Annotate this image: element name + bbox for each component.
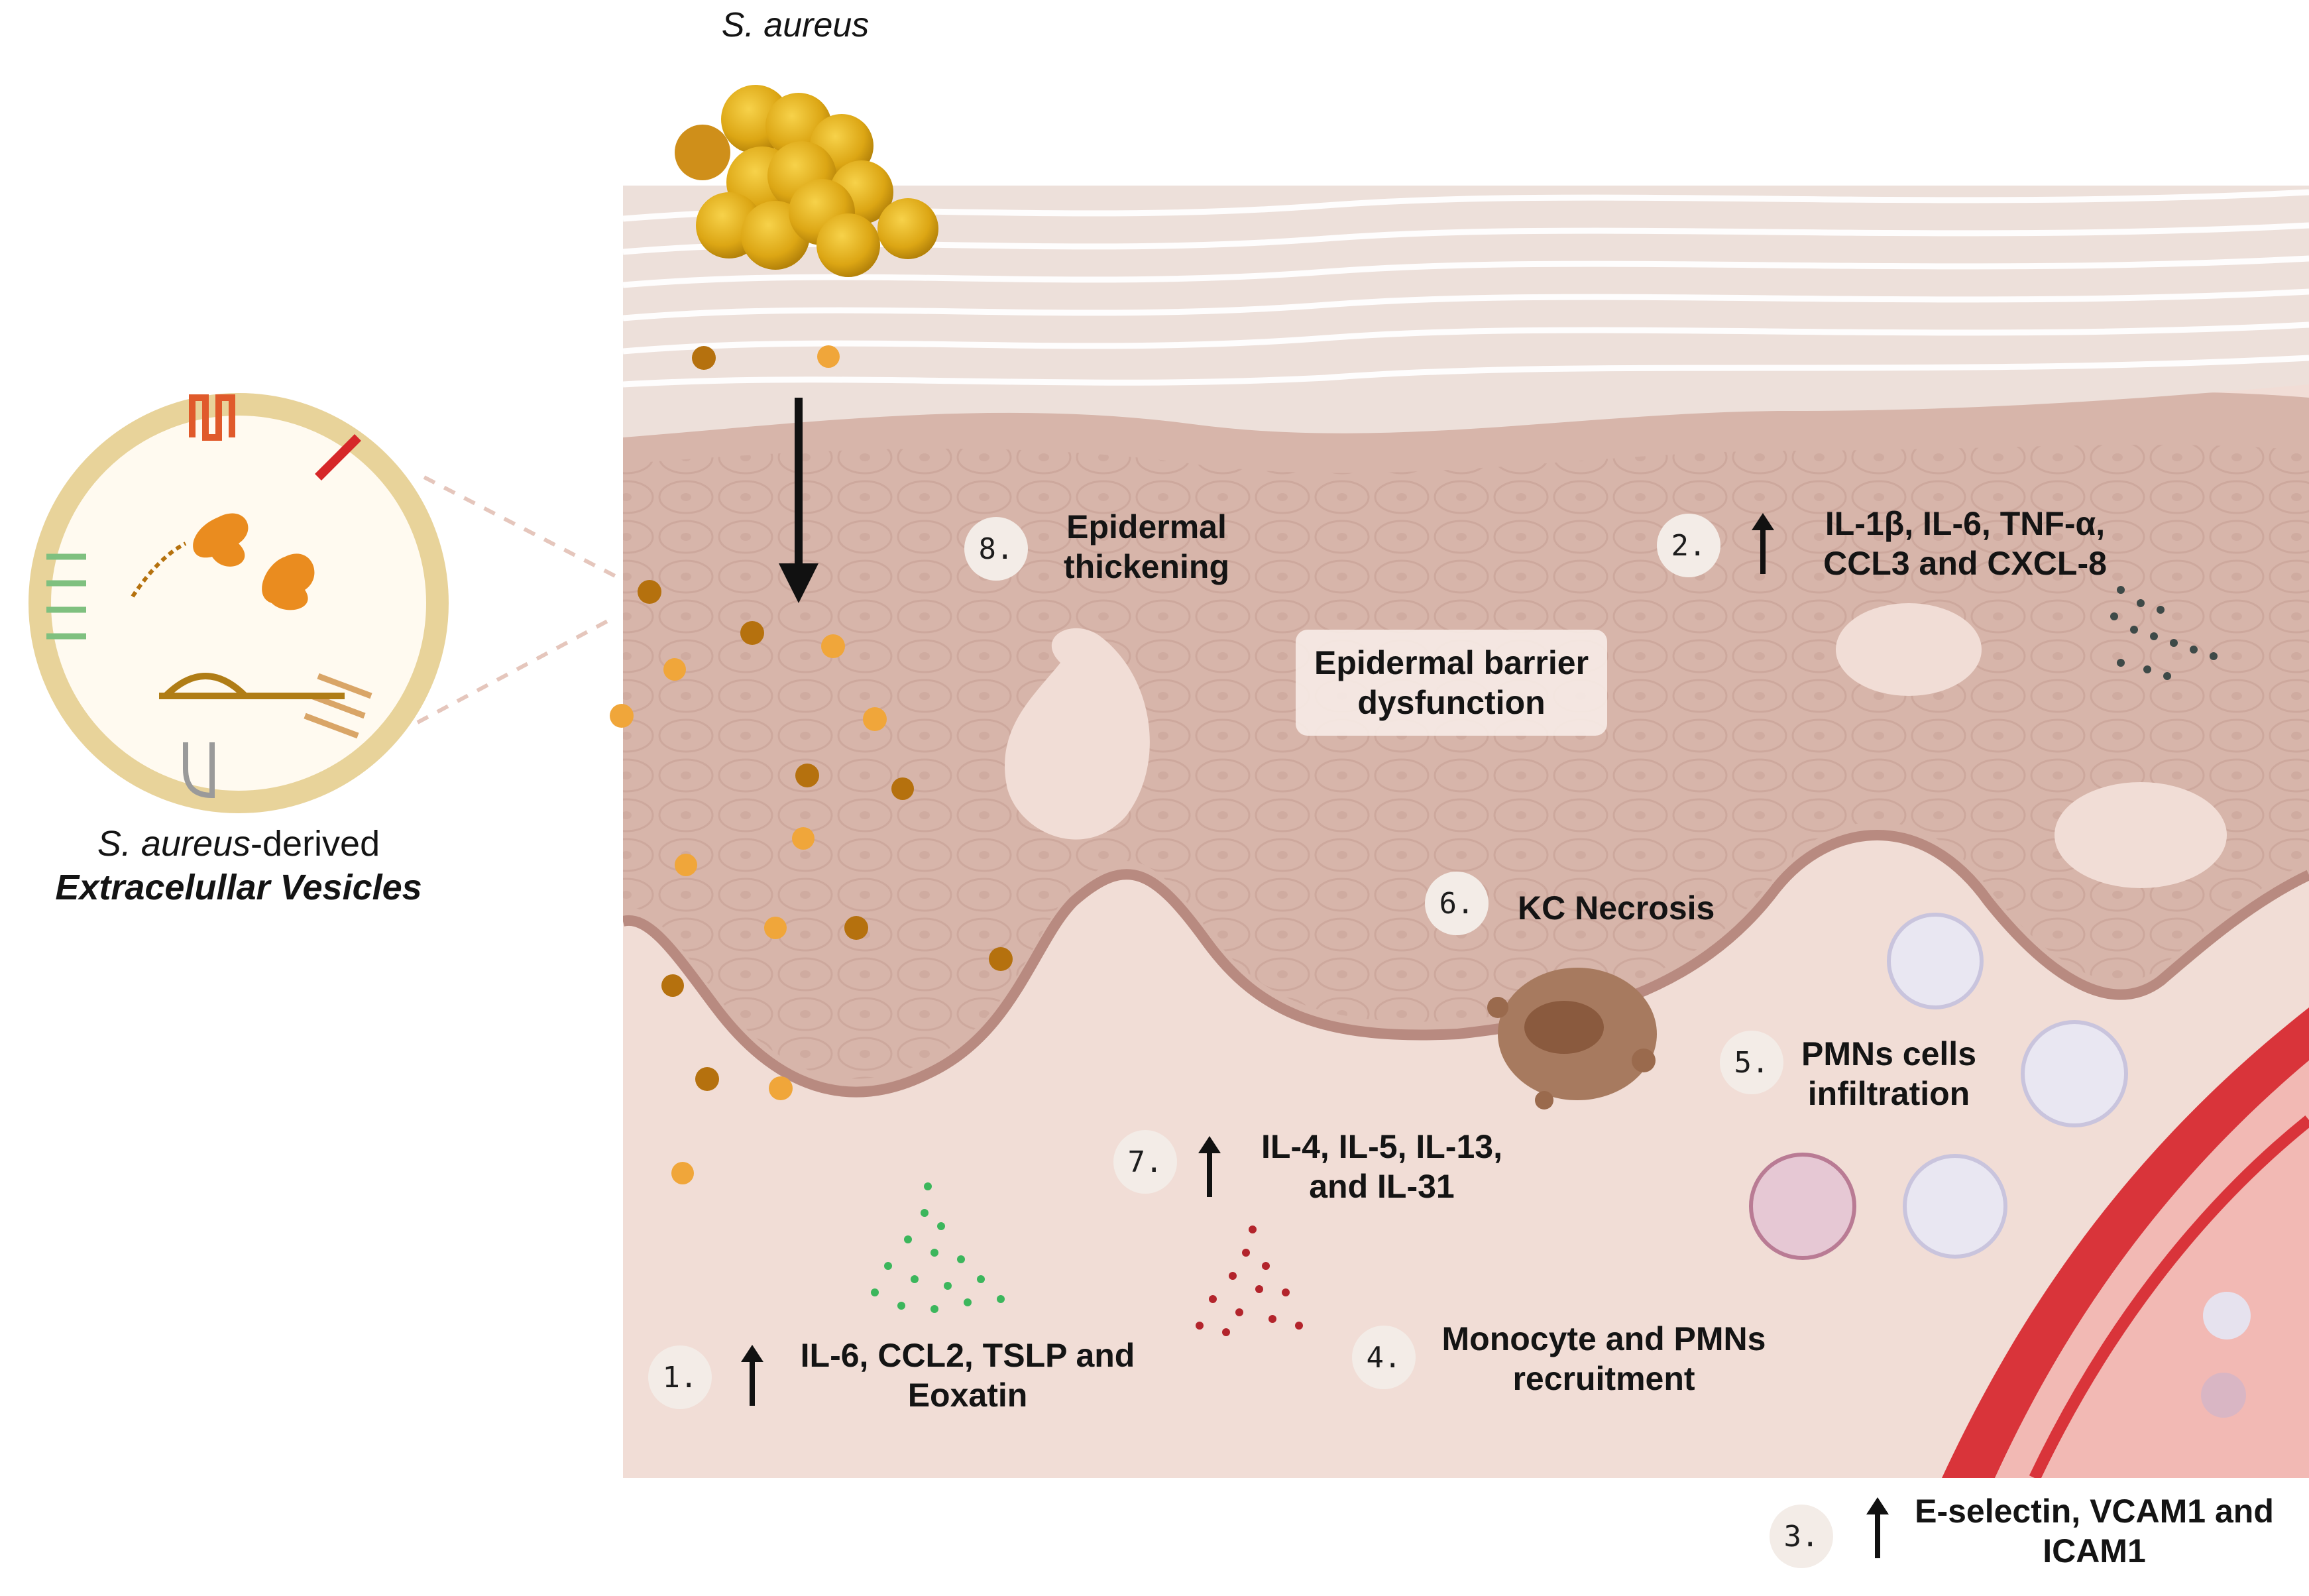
s-aureus-cluster (675, 85, 938, 277)
step-8-line2: thickening (1063, 548, 1230, 585)
vesicle-label-italic: S. aureus (97, 824, 251, 864)
step-1-number: 1. (648, 1345, 712, 1409)
step-5-line1: PMNs cells (1801, 1035, 1976, 1072)
step-2-number: 2. (1657, 514, 1720, 577)
necrotic-keratinocyte (1487, 968, 1657, 1110)
up-arrow-icon (1198, 1136, 1221, 1197)
step-4-line1: Monocyte and PMNs (1441, 1320, 1766, 1357)
step-3-label: E-selectin, VCAM1 and ICAM1 (1902, 1491, 2286, 1571)
lacuna (2055, 782, 2227, 888)
step-7-label: IL-4, IL-5, IL-13, and IL-31 (1233, 1127, 1531, 1206)
barrier-dysfunction-box (1296, 630, 1607, 736)
step-1-line2: Eoxatin (907, 1377, 1028, 1414)
blood-vessel-wall (1942, 1007, 2309, 1478)
step-2-line2: CCL3 and CXCL-8 (1823, 545, 2107, 582)
lacuna (1005, 628, 1150, 840)
up-arrow-icon (1866, 1497, 1889, 1558)
step-2-line1: IL-1β, IL-6, TNF-α, (1825, 505, 2106, 542)
blood-vessel-inner-wall (2029, 1115, 2309, 1478)
step-5-number: 5. (1720, 1031, 1783, 1094)
barrier-line2: dysfunction (1357, 684, 1546, 721)
up-arrow-icon (1752, 513, 1774, 574)
step-5-label: PMNs cells infiltration (1789, 1034, 1988, 1113)
immune-cells (1749, 913, 2251, 1418)
vesicle-label-bold: Extracelullar Vesicles (55, 868, 422, 907)
lacuna (1836, 603, 1982, 696)
step-5-line2: infiltration (1807, 1075, 1970, 1112)
extracellular-vesicle (28, 393, 449, 813)
step-3-number: 3. (1770, 1505, 1833, 1568)
diagram-title: S. aureus (721, 6, 870, 44)
step-6-line1: KC Necrosis (1518, 889, 1715, 927)
dark-cytokine-cloud (2110, 586, 2218, 680)
basement-membrane (623, 830, 2309, 1098)
blood-vessel-lumen (1995, 1060, 2309, 1478)
vesicle-dots (610, 345, 1013, 1184)
step-7-line1: IL-4, IL-5, IL-13, (1261, 1128, 1502, 1165)
step-4-number: 4. (1352, 1326, 1416, 1389)
step-1-line1: IL-6, CCL2, TSLP and (800, 1337, 1135, 1374)
vesicle-label: S. aureus-derived Extracelullar Vesicles (0, 822, 477, 909)
red-cytokine-cloud (1196, 1226, 1303, 1336)
step-1-label: IL-6, CCL2, TSLP and Eoxatin (782, 1336, 1153, 1415)
vesicle-label-suffix: -derived (251, 824, 380, 864)
step-4-line2: recruitment (1512, 1360, 1695, 1397)
step-8-line1: Epidermal (1066, 508, 1227, 545)
epidermis-cell-texture (623, 445, 2309, 1079)
step-6-number: 6. (1425, 872, 1489, 935)
step-3-line2: ICAM1 (2043, 1532, 2146, 1569)
step-7-number: 7. (1113, 1130, 1177, 1194)
barrier-dysfunction-label: Epidermal barrier dysfunction (1296, 643, 1607, 722)
step-3-line1: E-selectin, VCAM1 and (1915, 1493, 2274, 1530)
step-4-label: Monocyte and PMNs recruitment (1418, 1319, 1789, 1398)
up-arrow-icon (741, 1345, 763, 1406)
step-6-label: KC Necrosis (1518, 888, 1743, 928)
green-cytokine-cloud (871, 1182, 1005, 1313)
zoom-lines (416, 475, 618, 724)
step-8-label: Epidermal thickening (1041, 507, 1253, 587)
penetration-arrow (779, 398, 818, 603)
barrier-line1: Epidermal barrier (1314, 644, 1589, 681)
step-7-line2: and IL-31 (1309, 1168, 1455, 1205)
step-2-label: IL-1β, IL-6, TNF-α, CCL3 and CXCL-8 (1793, 504, 2137, 583)
step-8-number: 8. (964, 517, 1028, 581)
